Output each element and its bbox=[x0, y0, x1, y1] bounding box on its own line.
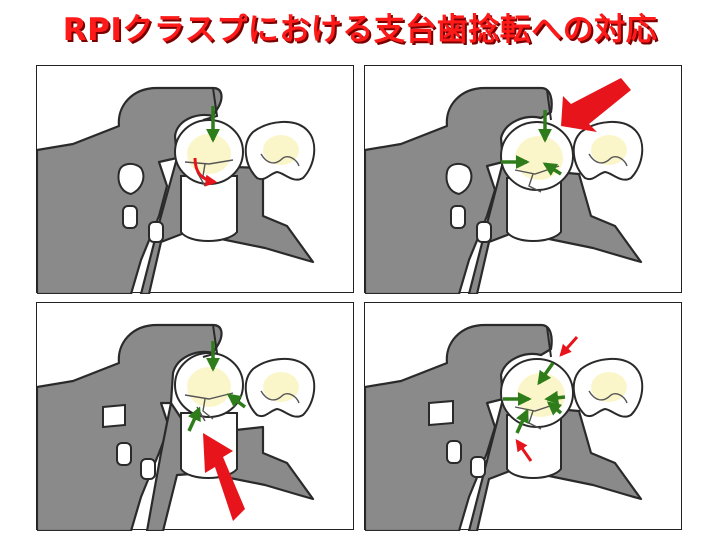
green-force-arrow bbox=[542, 162, 562, 176]
rpi-clasp-diagram bbox=[37, 323, 316, 531]
green-force-arrow bbox=[537, 361, 555, 386]
rpi-clasp-diagram bbox=[365, 323, 644, 531]
diagram-panel-bottom-right bbox=[364, 302, 682, 531]
green-force-arrow bbox=[187, 406, 201, 432]
diagram-panel-bottom-left bbox=[36, 302, 354, 531]
large-red-force-arrow bbox=[203, 433, 245, 521]
diagram-panel-top-left bbox=[36, 65, 354, 294]
green-force-arrow bbox=[544, 390, 566, 405]
green-force-arrow bbox=[515, 408, 529, 434]
green-force-arrow bbox=[226, 393, 247, 409]
page-title: RPIクラスプにおける支台歯捻転への対応 bbox=[62, 12, 658, 48]
diagram-panel-top-right bbox=[364, 65, 682, 294]
rpi-clasp-diagram bbox=[365, 78, 644, 294]
large-red-force-arrow bbox=[561, 78, 631, 132]
rpi-clasp-diagram bbox=[37, 86, 316, 294]
red-force-arrow bbox=[515, 439, 533, 462]
green-force-arrow bbox=[546, 401, 563, 416]
red-rotation-arrow bbox=[193, 157, 218, 187]
red-force-arrow bbox=[559, 336, 579, 357]
